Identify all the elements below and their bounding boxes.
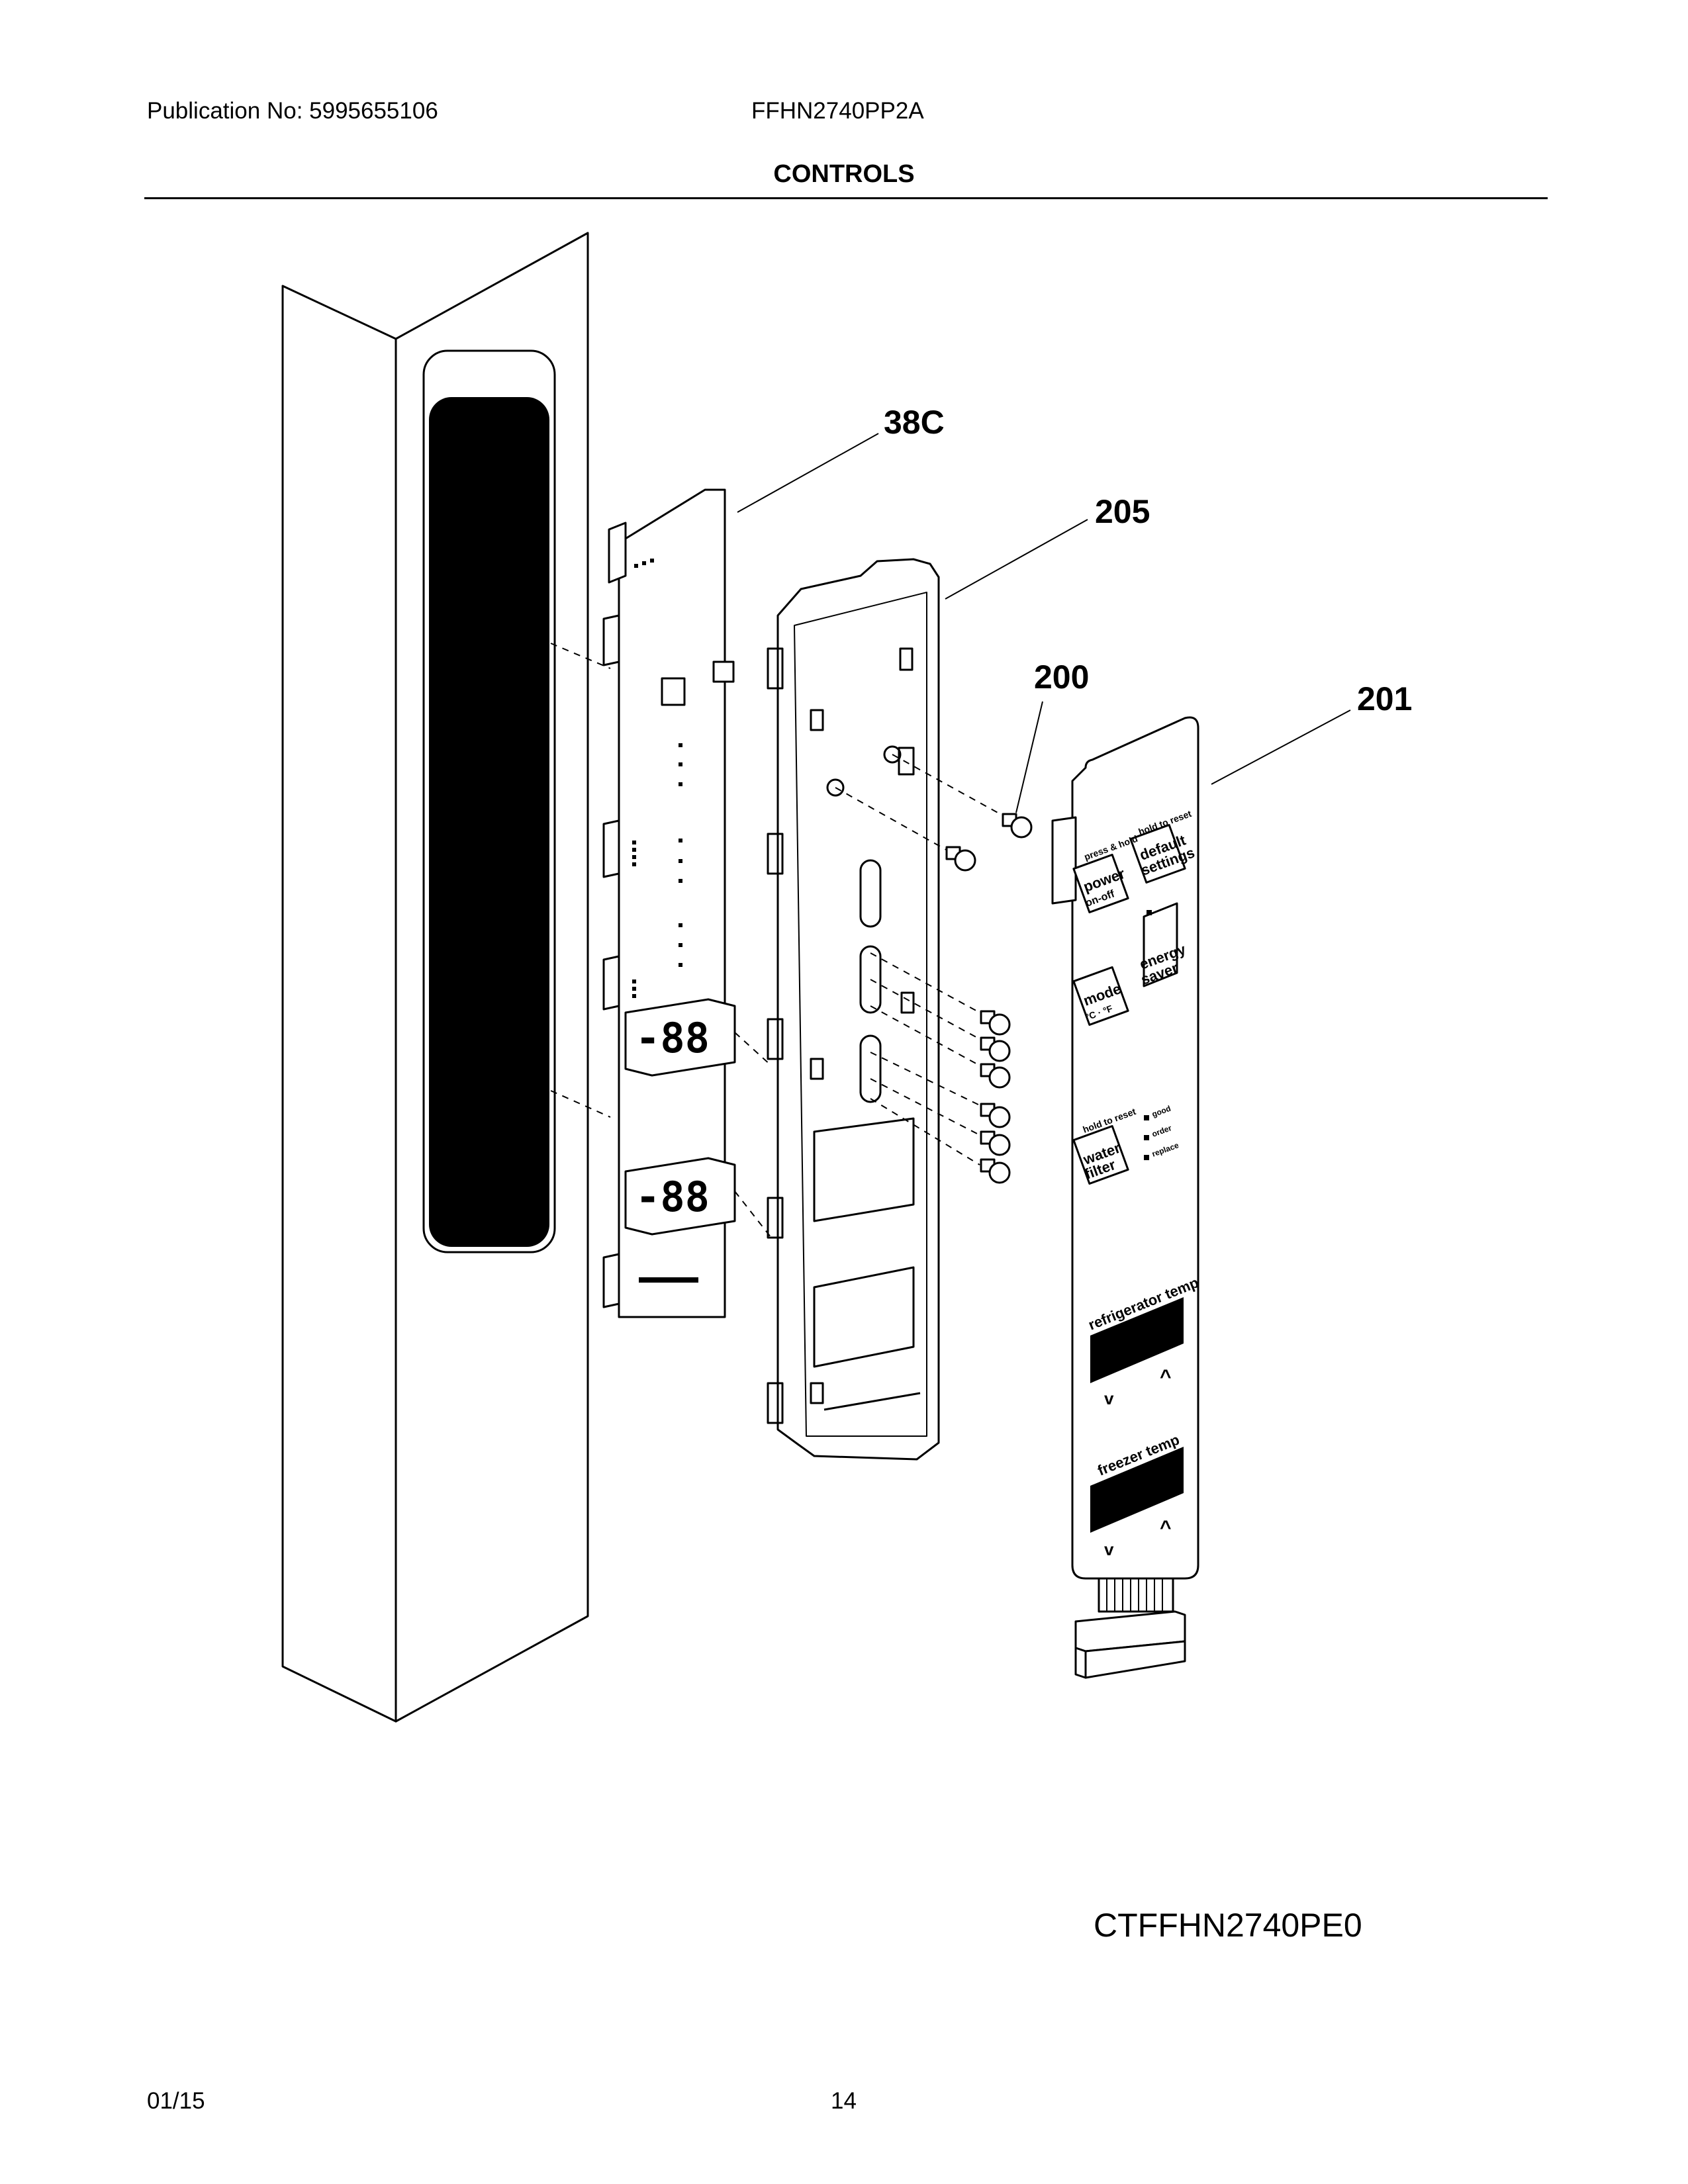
freezer-up-arrow: ^	[1160, 1517, 1172, 1539]
page-number: 14	[831, 2088, 857, 2114]
publication-number: Publication No: 5995655106	[147, 98, 438, 124]
model-number: FFHN2740PP2A	[751, 98, 924, 124]
freezer-down-arrow: v	[1104, 1539, 1114, 1559]
section-title: CONTROLS	[773, 160, 915, 188]
mounting-screws	[945, 813, 1033, 1184]
display-readout-upper: -88	[635, 1014, 710, 1062]
control-board	[602, 488, 736, 1318]
display-readout-lower: -88	[635, 1173, 710, 1221]
header-rule	[144, 197, 1548, 199]
door-panel-housing	[281, 232, 589, 1723]
callout-201: 201	[1357, 680, 1412, 717]
callout-200: 200	[1034, 659, 1089, 696]
diagram-code: CTFFHN2740PE0	[1094, 1907, 1362, 1944]
control-frame	[767, 558, 940, 1461]
refrigerator-down-arrow: v	[1104, 1388, 1114, 1408]
callout-205: 205	[1095, 493, 1150, 530]
membrane-overlay	[1051, 716, 1199, 1679]
footer-date: 01/15	[147, 2088, 205, 2114]
refrigerator-up-arrow: ^	[1160, 1366, 1172, 1388]
callout-38c: 38C	[884, 404, 945, 441]
